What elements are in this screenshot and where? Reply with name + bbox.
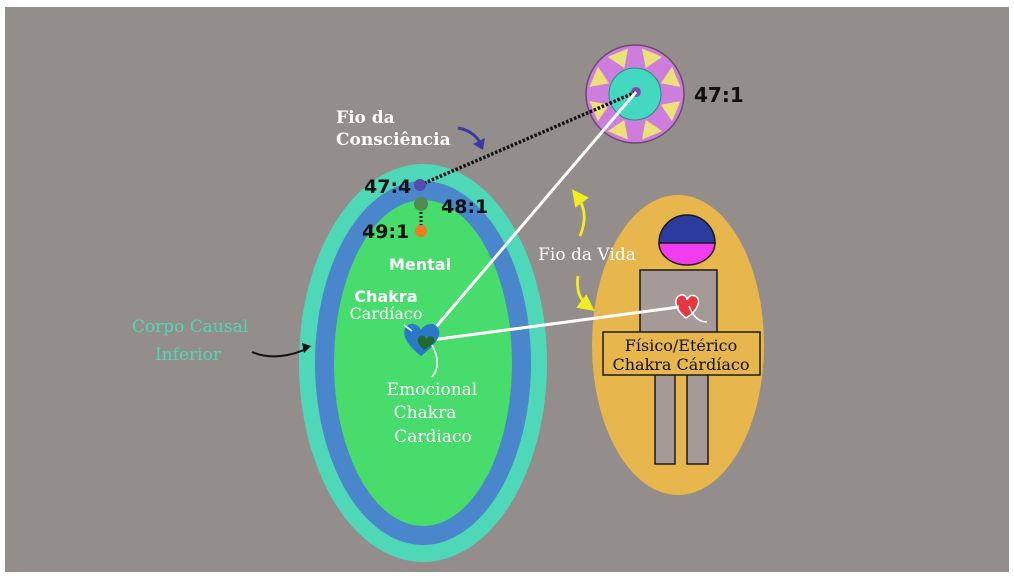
monad-triangle [607,48,629,69]
emotional-label-line2: Chakra [394,403,457,423]
physical-to-heart-line [423,305,680,343]
consciousness-thread-line [419,90,637,187]
atom-47-4-dot [414,179,426,191]
mental-inner-oval [334,200,512,526]
physical-label-box [602,331,761,376]
monad-triangle [607,119,629,140]
atom-49-1-dot [415,225,427,237]
life-thread-label: Fio da Vida [538,245,636,265]
atom-49-1-label: 49:1 [362,221,409,243]
monad-triangle [641,119,663,140]
thread-label-line1: Fio da [336,108,395,128]
monad-label: 47:1 [694,83,744,107]
life-arrow-up [571,189,589,237]
chakra-heart-inner [417,335,435,350]
mental-chakra-label-line1: Chakra [354,287,417,306]
atom-48-1-dot [414,197,428,211]
mental-chakra-label-line2: Cardíaco [350,304,423,323]
life-arrow-down [576,275,595,312]
physical-label-line2: Chakra Cárdíaco [613,355,750,374]
figure-head-bottom [658,242,716,266]
causal-label-line2: Inferior [155,345,222,365]
causal-body [299,164,547,562]
chakra-pointer-arrow [403,324,413,332]
monad-triangle [660,100,681,122]
monad-triangle [589,66,610,88]
atom-48-1-label: 48:1 [441,196,488,218]
monad-triangle [641,48,663,69]
causal-arrow-head [302,343,311,353]
causal-label-line1: Corpo Causal [132,317,248,337]
figure-head-top [658,214,716,244]
monad-to-heart-line [422,91,638,342]
monad-triangles [589,48,681,140]
atom-47-4-label: 47:4 [364,176,411,198]
thread-arrow-head [473,138,485,150]
monad-triangle [660,66,681,88]
heart-pointer-arrow [688,305,708,323]
emotional-pointer-arrow [431,344,439,378]
thread-label-line2: Consciência [336,130,451,150]
mental-label: Mental [389,255,451,274]
physical-label-line1: Físico/Etérico [625,336,737,355]
emotional-label-line1: Emocional [387,380,477,400]
emotional-label-line3: Cardiaco [394,427,471,447]
monad-triangle [589,100,610,122]
